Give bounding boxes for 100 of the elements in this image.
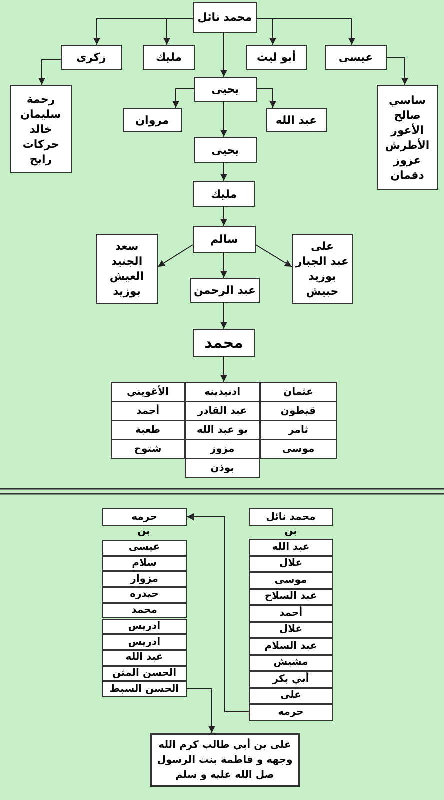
name-text: محمد: [132, 604, 158, 618]
name-text: صالح: [394, 108, 421, 122]
name-box: [266, 108, 327, 132]
list-cell: [249, 622, 333, 638]
name-text: ادريس: [128, 636, 161, 649]
name-box: [143, 45, 195, 70]
arrow: [220, 356, 228, 382]
name-text: محمد نائل: [198, 10, 252, 25]
name-text: عزوز: [394, 152, 422, 168]
name-box: [325, 45, 387, 70]
table-cell: أحمد: [111, 401, 185, 421]
name-text: محمد: [204, 336, 244, 350]
arrow: [220, 102, 228, 138]
name-text: العيش: [110, 269, 144, 284]
list-cell: [102, 587, 187, 603]
table-cell: الأغويني: [111, 382, 185, 402]
name-text: سليمان: [20, 106, 62, 122]
table-cell: ثامر: [260, 420, 337, 440]
name-text: عبد الرحمن: [194, 283, 256, 298]
arrow: [386, 58, 408, 86]
names-box: [377, 85, 438, 190]
arrow: [172, 88, 194, 108]
name-text: سلام: [132, 557, 157, 570]
name-text: ساسي: [389, 92, 426, 108]
arrow: [220, 32, 228, 78]
table-cell: بوذن: [185, 458, 260, 478]
name-box: [123, 108, 182, 132]
arrow: [220, 206, 228, 226]
table-cell: قيطون: [260, 401, 337, 421]
name-text: خالد: [30, 122, 52, 136]
list-cell: [102, 571, 187, 588]
list-cell: [102, 681, 187, 697]
name-box: [249, 508, 333, 526]
arrow: [220, 252, 228, 278]
name-text: عبد الله: [272, 540, 310, 554]
name-text: الحسن المثن: [112, 666, 177, 680]
arrow: [164, 18, 194, 46]
arrow: [256, 244, 292, 268]
name-text: عبد السلاح: [264, 590, 318, 604]
name-text: حيدره: [130, 588, 159, 602]
arrow: [256, 88, 276, 108]
list-cell: [249, 671, 333, 688]
name-text: ادريس: [128, 620, 161, 633]
word-label: بن: [284, 526, 298, 537]
table-cell: موسى: [260, 439, 337, 459]
table-cell: طعبة: [111, 420, 185, 440]
name-box: [246, 45, 307, 70]
list-cell: [249, 704, 333, 720]
list-cell: [249, 556, 333, 572]
table-cell: عثمان: [260, 382, 337, 402]
name-text: بوزيد: [308, 269, 336, 284]
arrow: [220, 162, 228, 182]
name-text: عيسى: [338, 50, 374, 65]
table-cell: عبد القادر: [185, 401, 260, 421]
name-box: [193, 181, 255, 207]
name-text: الجنيد: [111, 254, 143, 269]
list-cell: [249, 688, 333, 704]
name-text: رابح: [30, 152, 52, 166]
list-cell: [249, 605, 333, 622]
list-cell: [249, 654, 333, 671]
name-text: سعد: [115, 239, 139, 254]
name-text: حبيش: [306, 284, 339, 299]
name-text: أحمد: [279, 606, 303, 620]
name-text: مشيش: [274, 656, 308, 670]
list-cell: [102, 540, 187, 556]
name-box: [102, 508, 187, 526]
name-box: [194, 77, 257, 102]
table-cell: شتوح: [111, 439, 185, 459]
name-text: عيسى: [128, 541, 160, 554]
names-box: [10, 85, 72, 173]
names-box: [96, 234, 158, 304]
list-cell: [102, 666, 187, 682]
name-text: على: [280, 689, 302, 702]
name-table: [111, 382, 337, 477]
name-text: أبو ليث: [257, 50, 296, 65]
name-box: [61, 45, 122, 70]
arrow: [220, 302, 228, 330]
list-cell: [102, 618, 187, 634]
name-text: محمد نائل: [266, 510, 316, 524]
arrow: [186, 688, 216, 734]
name-text: حرمه: [132, 510, 158, 524]
name-text: الحسن السبط: [110, 682, 180, 696]
name-box: [194, 137, 257, 163]
name-box: [193, 329, 255, 357]
name-text: زكرى: [76, 50, 106, 65]
arrow: [158, 244, 194, 268]
names-box: [292, 234, 353, 304]
name-box: [193, 226, 256, 253]
name-text: بوزيد: [113, 284, 141, 299]
arrow: [38, 60, 62, 86]
name-text: الأعور: [391, 122, 424, 138]
list-cell: [249, 572, 333, 588]
arrow: [186, 514, 250, 712]
arrow: [256, 18, 356, 46]
name-text: على: [310, 239, 334, 254]
name-text: مليك: [156, 50, 182, 65]
name-text: عبد السلام: [264, 640, 318, 653]
table-cell: مزوز: [185, 439, 260, 459]
name-text: عبد الجبار: [296, 254, 349, 269]
name-text: حركات: [22, 136, 60, 152]
